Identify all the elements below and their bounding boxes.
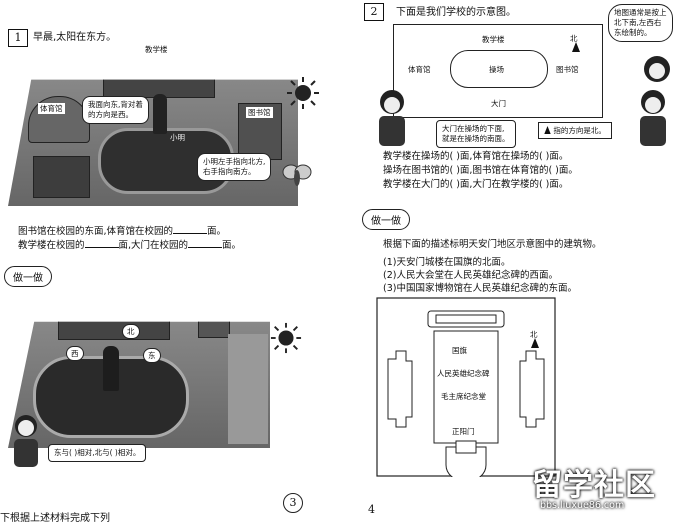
butterfly-icon: [282, 164, 312, 186]
q2-end: 面。: [222, 240, 242, 251]
label-library: 图书馆: [246, 107, 273, 118]
tiananmen-north-arrow-icon: [531, 338, 539, 348]
bubble-hands-direction: 小明左手指向北方, 右手指向南方。: [197, 153, 272, 181]
map-library: 图书馆: [556, 65, 579, 74]
page-number-left: 3: [283, 493, 303, 513]
tiananmen-item-3: (3)中国国家博物馆在人民英雄纪念碑的东面。: [383, 283, 577, 294]
question-teaching-gate: 教学楼在校园的 面,大门在校园的 面。: [18, 238, 241, 252]
tiananmen-map: [376, 297, 556, 477]
map-playground-oval: [450, 50, 548, 88]
bubble-north-arrow-text: 指的方向是北。: [553, 126, 606, 135]
bubble-opposite-directions: 东与( )相对,北与( )相对。: [48, 444, 147, 462]
blank-1[interactable]: [173, 224, 208, 234]
map-teaching-building: 教学楼: [482, 35, 505, 44]
map-gym: 体育馆: [408, 65, 431, 74]
q2-text-a: 教学楼在校园的: [18, 240, 85, 251]
watermark-logo: 留学社区: [532, 468, 656, 503]
tiananmen-item-1: (1)天安门城楼在国旗的北面。: [383, 257, 511, 268]
tiananmen-north-label: 北: [530, 330, 538, 339]
xiaoming-figure: [153, 94, 167, 134]
question-gym-direction: 图书馆在校园的东面,体育馆在校园的 面。: [18, 224, 226, 238]
watermark-url: bbs.liuxue86.com: [540, 500, 625, 511]
map-north-label: 北: [570, 34, 578, 43]
blank-3[interactable]: [188, 238, 223, 248]
tiananmen-item-2: (2)人民大会堂在人民英雄纪念碑的西面。: [383, 270, 558, 281]
bubble-map-convention: 地图通常是按上 北下南,左西右 东绘制的。: [608, 4, 673, 42]
practice-title-right: 做一做: [362, 209, 410, 230]
map-gate: 大门: [491, 99, 506, 108]
q1-end: 面。: [207, 226, 227, 237]
gate-building: [33, 156, 90, 198]
map-playground: 操场: [489, 65, 504, 74]
tiananmen-monument: 人民英雄纪念碑: [437, 369, 490, 378]
section-number-2: 2: [364, 3, 384, 21]
q2-text-b: 面,大门在校园的: [118, 240, 189, 251]
practice-title-left: 做一做: [4, 266, 52, 287]
question-school-3: 教学楼在大门的( )面,大门在教学楼的( )面。: [383, 179, 569, 190]
blank-2[interactable]: [84, 238, 119, 248]
woman-icon: [640, 90, 666, 146]
tiananmen-flag: 国旗: [452, 346, 467, 355]
bottom-fragment: 下根据上述材料完成下列: [0, 513, 110, 524]
campus-scene-directions: [8, 321, 270, 448]
question-school-2: 操场在图书馆的( )面,图书馆在体育馆的( )面。: [383, 165, 578, 176]
label-xiaoming: 小明: [170, 133, 185, 142]
sun-icon-2: [270, 322, 302, 354]
section-1-title: 早晨,太阳在东方。: [33, 32, 117, 43]
boy-icon: [379, 90, 405, 146]
teaching-building: [103, 79, 215, 98]
bubble-north-arrow: 指的方向是北。: [538, 122, 612, 139]
tiananmen-memorial: 毛主席纪念堂: [441, 392, 486, 401]
school-map: 教学楼 北 体育馆 操场 图书馆 大门: [393, 24, 603, 118]
girl-icon: [644, 56, 670, 82]
label-west: 西: [66, 346, 84, 361]
tiananmen-zhengyangmen: 正阳门: [452, 427, 475, 436]
section-2-title: 下面是我们学校的示意图。: [396, 7, 516, 18]
boy-thinking-icon: [14, 415, 38, 467]
page-number-right: 4: [368, 503, 375, 516]
label-gym: 体育馆: [38, 103, 65, 114]
label-north: 北: [122, 324, 140, 339]
section-number-1: 1: [8, 29, 28, 47]
label-teaching-building: 教学楼: [143, 44, 170, 55]
label-east: 东: [143, 348, 161, 363]
bubble-gate-south: 大门在操场的下面, 就是在操场的南面。: [436, 120, 516, 148]
campus-scene-morning: [8, 79, 298, 206]
north-arrow-icon: [572, 42, 580, 52]
q1-text: 图书馆在校园的东面,体育馆在校园的: [18, 226, 174, 237]
question-school-1: 教学楼在操场的( )面,体育馆在操场的( )面。: [383, 151, 569, 162]
north-arrow-icon-small: [544, 126, 551, 134]
bubble-facing-east: 我面向东,背对着 的方向是西。: [82, 96, 149, 124]
tiananmen-instruction: 根据下面的描述标明天安门地区示意图中的建筑物。: [383, 239, 602, 250]
sun-icon: [287, 77, 319, 109]
